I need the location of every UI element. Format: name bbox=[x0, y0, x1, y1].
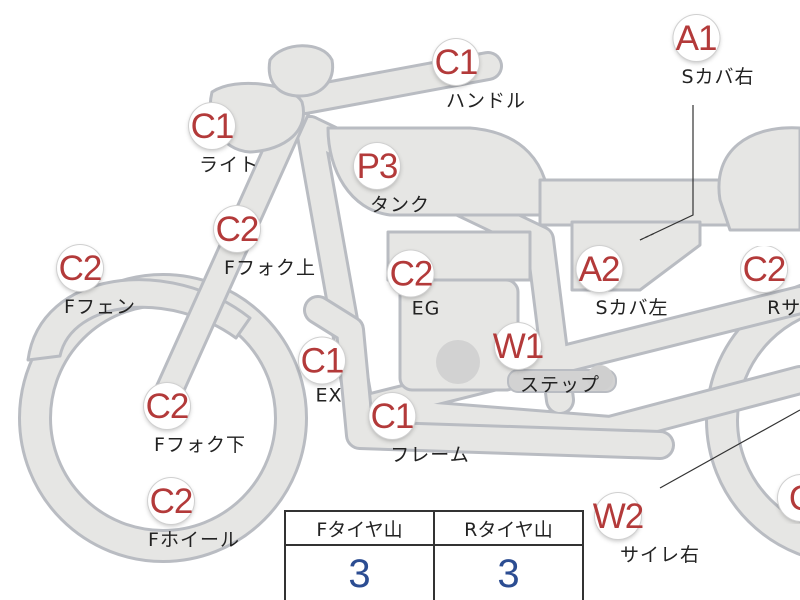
marker-label: Fフォク上 bbox=[224, 257, 316, 279]
marker-frame: C1 フレーム bbox=[369, 393, 470, 467]
marker-front-wheel: C2 Fホイール bbox=[148, 478, 240, 552]
marker-label: EG bbox=[411, 297, 441, 320]
marker-label: サイレ右 bbox=[619, 544, 701, 566]
marker-code: C2 bbox=[214, 206, 260, 252]
marker-code: C2 bbox=[148, 478, 194, 524]
tire-tread-table: Fタイヤ山 Rタイヤ山 3 3 bbox=[284, 510, 584, 600]
marker-label: Rサス bbox=[767, 297, 800, 319]
marker-code: W2 bbox=[593, 493, 644, 539]
table-header-row: Fタイヤ山 Rタイヤ山 bbox=[284, 510, 584, 546]
front-tire-header: Fタイヤ山 bbox=[284, 510, 435, 546]
marker-label: Sカバ左 bbox=[595, 297, 669, 319]
marker-side-cover-right: A1 Sカバ右 bbox=[673, 15, 755, 89]
marker-label: Fホイール bbox=[148, 529, 240, 551]
marker-label: Fフェン bbox=[64, 296, 136, 318]
marker-front-fender: C2 Fフェン bbox=[57, 245, 136, 319]
exhaust-shape bbox=[303, 295, 675, 460]
marker-code: C2 bbox=[387, 250, 434, 297]
marker-rear-suspension: C2 Rサス bbox=[740, 246, 800, 320]
marker-label: ハンドル bbox=[445, 90, 527, 112]
marker-label: Fフォク下 bbox=[154, 434, 246, 456]
marker-code: A1 bbox=[673, 15, 719, 61]
marker-code: C1 bbox=[369, 393, 415, 439]
marker-fork-upper: C2 Fフォク上 bbox=[214, 206, 316, 280]
step-shape bbox=[507, 365, 617, 393]
marker-fork-lower: C2 Fフォク下 bbox=[144, 383, 246, 457]
marker-rear-partial: C bbox=[778, 475, 800, 521]
marker-rear-suspension-clip: C2 Rサス bbox=[740, 246, 800, 326]
marker-light: C1 ライト bbox=[165, 103, 259, 177]
marker-code: P3 bbox=[353, 143, 400, 189]
marker-code: C1 bbox=[188, 103, 235, 149]
marker-engine: C2 EG bbox=[387, 250, 441, 320]
marker-code: C2 bbox=[57, 245, 103, 291]
marker-code: C2 bbox=[144, 383, 190, 429]
marker-label: Sカバ右 bbox=[681, 66, 755, 88]
marker-label: ライト bbox=[198, 154, 260, 176]
rear-tire-header: Rタイヤ山 bbox=[433, 510, 584, 546]
marker-side-cover-left: A2 Sカバ左 bbox=[576, 246, 669, 320]
marker-exhaust: C1 EX bbox=[299, 337, 345, 407]
tail-cowl-shape bbox=[717, 126, 800, 232]
marker-code: C1 bbox=[432, 39, 479, 85]
meter-shape bbox=[267, 44, 335, 98]
marker-tank: P3 タンク bbox=[353, 143, 431, 217]
marker-label: フレーム bbox=[390, 444, 470, 466]
marker-label: タンク bbox=[369, 194, 431, 216]
table-value-row: 3 3 bbox=[284, 544, 584, 600]
marker-label: ステップ bbox=[519, 374, 601, 396]
marker-code: W1 bbox=[493, 323, 544, 369]
marker-rear-partial-clip: C bbox=[770, 472, 800, 524]
marker-step: W1 ステップ bbox=[493, 323, 601, 397]
rear-tire-value: 3 bbox=[433, 544, 584, 600]
marker-code: C1 bbox=[299, 337, 345, 384]
marker-handle: C1 ハンドル bbox=[386, 39, 526, 113]
marker-label: EX bbox=[315, 384, 343, 407]
front-tire-value: 3 bbox=[284, 544, 435, 600]
marker-silencer-right: W2 サイレ右 bbox=[593, 493, 701, 567]
marker-code: A2 bbox=[576, 246, 622, 292]
marker-code: C2 bbox=[740, 246, 787, 292]
rear-wheel-shape bbox=[705, 283, 800, 557]
